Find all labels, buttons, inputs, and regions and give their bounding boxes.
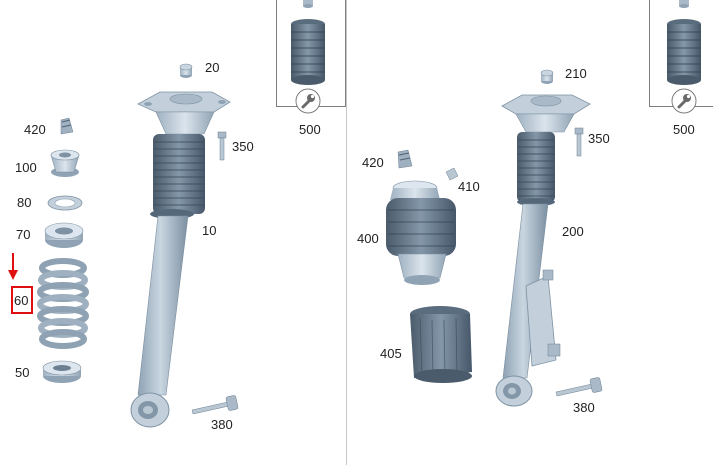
- label-inset-500-left[interactable]: 500: [299, 122, 321, 137]
- label-part-10[interactable]: 10: [202, 223, 217, 238]
- part-420-bump-stop-left[interactable]: [60, 117, 74, 135]
- label-part-80[interactable]: 80: [17, 195, 32, 210]
- label-part-70[interactable]: 70: [16, 227, 31, 242]
- inset-500-right-parts: [667, 0, 701, 85]
- label-part-420-left[interactable]: 420: [24, 122, 46, 137]
- part-350-bolt-right[interactable]: [574, 127, 584, 157]
- panel-divider: [346, 0, 347, 465]
- part-210-nut[interactable]: [540, 69, 554, 84]
- label-part-100[interactable]: 100: [15, 160, 37, 175]
- part-405-dust-cover[interactable]: [410, 306, 472, 383]
- highlight-box-part-60: [11, 286, 33, 314]
- part-380-bolt-right[interactable]: [555, 377, 603, 397]
- part-400-air-spring[interactable]: [386, 180, 456, 285]
- part-70-spring-pad[interactable]: [44, 222, 84, 248]
- label-part-210[interactable]: 210: [565, 66, 587, 81]
- part-410-fitting[interactable]: [445, 167, 459, 181]
- label-part-380-right[interactable]: 380: [573, 400, 595, 415]
- label-part-410[interactable]: 410: [458, 179, 480, 194]
- part-200-shock-absorber[interactable]: [495, 94, 591, 407]
- label-part-405[interactable]: 405: [380, 346, 402, 361]
- part-10-shock-absorber[interactable]: [130, 91, 231, 428]
- label-part-380-left[interactable]: 380: [211, 417, 233, 432]
- wrench-icon[interactable]: [671, 88, 697, 114]
- part-50-lower-seat[interactable]: [42, 360, 82, 383]
- label-inset-500-right[interactable]: 500: [673, 122, 695, 137]
- label-part-50[interactable]: 50: [15, 365, 30, 380]
- part-20-nut[interactable]: [179, 63, 193, 78]
- highlight-arrow-icon: [8, 253, 18, 280]
- wrench-icon[interactable]: [295, 88, 321, 114]
- part-80-washer[interactable]: [47, 195, 83, 211]
- label-part-350-left[interactable]: 350: [232, 139, 254, 154]
- label-part-60[interactable]: 60: [14, 293, 29, 308]
- inset-500-left-parts: [291, 0, 325, 85]
- label-part-420-right[interactable]: 420: [362, 155, 384, 170]
- part-100-spring-seat[interactable]: [50, 149, 80, 177]
- part-380-bolt-left[interactable]: [191, 395, 239, 415]
- part-420-bump-stop-right[interactable]: [397, 149, 413, 169]
- label-part-400[interactable]: 400: [357, 231, 379, 246]
- label-part-350-right[interactable]: 350: [588, 131, 610, 146]
- label-part-200[interactable]: 200: [562, 224, 584, 239]
- part-350-bolt-left[interactable]: [217, 131, 227, 161]
- label-part-20[interactable]: 20: [205, 60, 220, 75]
- part-60-coil-spring[interactable]: [37, 258, 89, 349]
